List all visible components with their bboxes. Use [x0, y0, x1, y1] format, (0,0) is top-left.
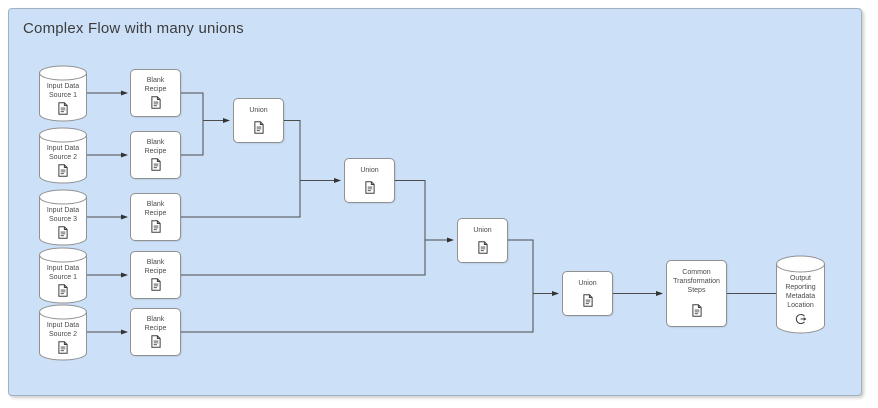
recipe-node-1[interactable]: Blank Recipe: [130, 69, 181, 117]
cylinder-shape: [39, 189, 87, 246]
node-label: Union: [578, 280, 597, 287]
source-node-4[interactable]: Input Data Source 1: [39, 247, 87, 304]
node-label: Blank Recipe: [144, 316, 167, 333]
node-label: Blank Recipe: [144, 201, 167, 218]
cylinder-shape: [39, 127, 87, 184]
document-icon: [58, 102, 69, 115]
cylinder-shape: [39, 304, 87, 361]
recipe-node-5[interactable]: Blank Recipe: [130, 308, 181, 356]
recipe-node-4[interactable]: Blank Recipe: [130, 251, 181, 299]
export-icon: [795, 313, 807, 325]
document-icon: [150, 220, 161, 233]
node-label: Common Transformation Steps: [673, 269, 720, 295]
document-icon: [58, 226, 69, 239]
node-label: Blank Recipe: [144, 259, 167, 276]
document-icon: [58, 164, 69, 177]
cylinder-shape: [39, 247, 87, 304]
source-node-2[interactable]: Input Data Source 2: [39, 127, 87, 184]
union-node-1[interactable]: Union: [233, 98, 284, 143]
union-node-2[interactable]: Union: [344, 158, 395, 203]
common-transformation-node[interactable]: Common Transformation Steps: [666, 260, 727, 327]
edge-r3-u2: [181, 178, 341, 218]
document-icon: [150, 335, 161, 348]
node-label: Output Reporting Metadata Location: [785, 275, 816, 310]
output-metadata-node[interactable]: Output Reporting Metadata Location: [776, 255, 825, 334]
node-label: Input Data Source 2: [46, 322, 80, 339]
document-icon: [253, 121, 264, 134]
recipe-node-2[interactable]: Blank Recipe: [130, 131, 181, 179]
cylinder-shape: [39, 65, 87, 122]
edge-u1-u2: [284, 120, 301, 181]
source-node-5[interactable]: Input Data Source 2: [39, 304, 87, 361]
document-icon: [582, 294, 593, 307]
document-icon: [58, 284, 69, 297]
document-icon: [150, 158, 161, 171]
node-label: Input Data Source 1: [46, 83, 80, 100]
edge-r5-u4: [181, 291, 559, 333]
document-icon: [364, 181, 375, 194]
node-label: Input Data Source 2: [46, 145, 80, 162]
node-label: Union: [360, 167, 379, 174]
node-label: Blank Recipe: [144, 77, 167, 94]
recipe-node-3[interactable]: Blank Recipe: [130, 193, 181, 241]
source-node-3[interactable]: Input Data Source 3: [39, 189, 87, 246]
node-label: Input Data Source 1: [46, 265, 80, 282]
document-icon: [150, 278, 161, 291]
node-label: Input Data Source 3: [46, 207, 80, 224]
node-label: Blank Recipe: [144, 139, 167, 156]
node-label: Union: [473, 227, 492, 234]
cylinder-shape: [776, 255, 825, 334]
edge-r1-u1: [181, 92, 204, 121]
union-node-3[interactable]: Union: [457, 218, 508, 263]
union-node-4[interactable]: Union: [562, 271, 613, 316]
document-icon: [150, 96, 161, 109]
node-label: Union: [249, 107, 268, 114]
diagram-title: Complex Flow with many unions: [23, 20, 244, 37]
document-icon: [691, 304, 702, 317]
edge-u3-u4: [508, 239, 534, 294]
source-node-1[interactable]: Input Data Source 1: [39, 65, 87, 122]
edge-r2-u1: [181, 118, 230, 156]
edge-u2-u3: [395, 180, 426, 240]
edge-r4-u3: [181, 237, 454, 276]
document-icon: [477, 241, 488, 254]
document-icon: [58, 341, 69, 354]
